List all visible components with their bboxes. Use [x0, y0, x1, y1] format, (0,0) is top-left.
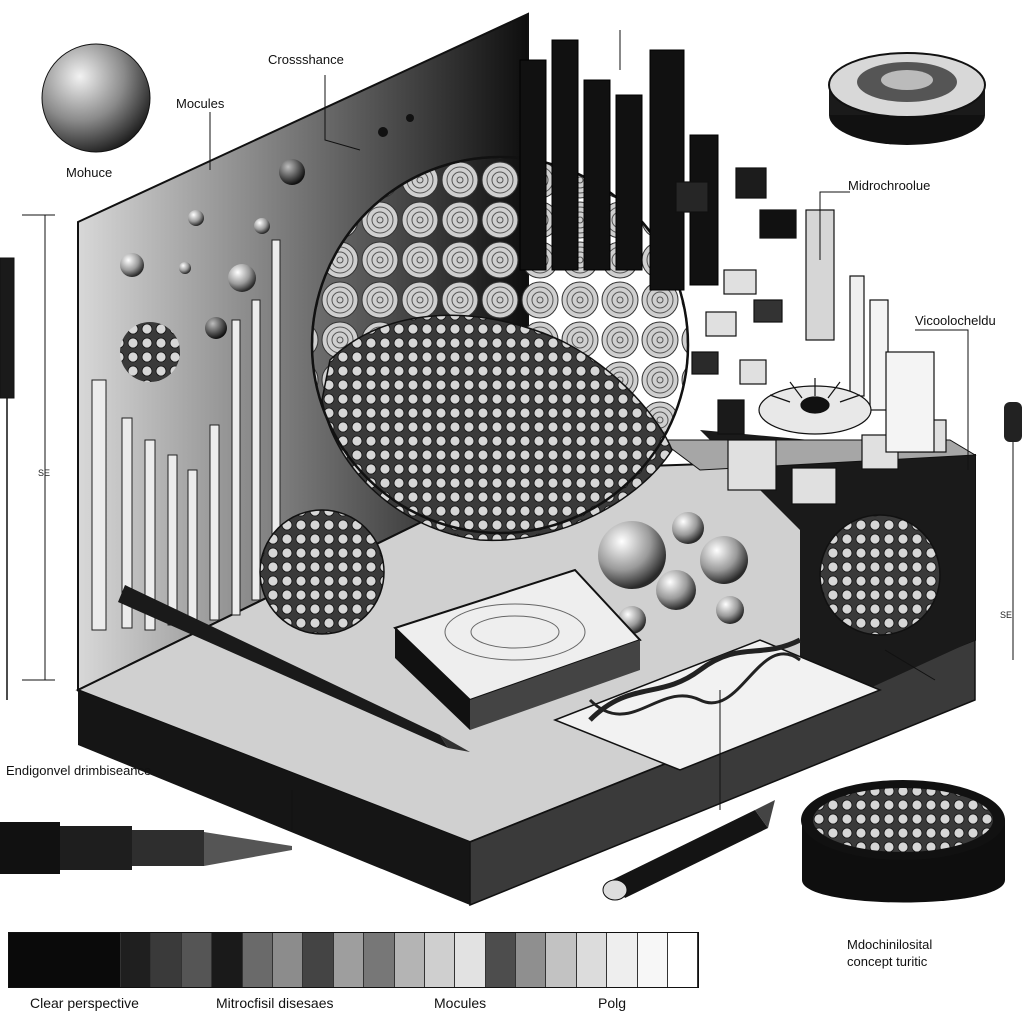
label-crosshance: Crossshance	[268, 52, 344, 67]
legend-swatch	[576, 933, 608, 987]
caption-polg: Polg	[598, 995, 627, 1011]
center-slab	[393, 568, 642, 730]
callout-lines	[22, 30, 969, 830]
right-bar-chart	[519, 39, 719, 291]
petri-dish-top	[828, 52, 986, 145]
label-endigonel: Endigonvel drimbiseance	[6, 763, 152, 778]
legend-swatch	[394, 933, 425, 987]
legend-swatch	[364, 933, 395, 987]
foreground-pen-right	[602, 800, 775, 901]
legend-swatch	[637, 933, 669, 987]
legend-swatch	[242, 933, 273, 987]
caption-clear-perspective: Clear perspective	[30, 995, 139, 1011]
label-mitochondrial-line2: concept turitic	[847, 954, 928, 969]
base-slab-front-left	[78, 690, 470, 905]
legend-swatch	[455, 933, 486, 987]
legend-swatch	[333, 933, 365, 987]
label-mohuce: Mohuce	[66, 165, 113, 180]
starburst-structure	[758, 378, 872, 435]
bead-bowl	[801, 780, 1005, 903]
label-midrochrolue: Midrochroolue	[848, 178, 931, 193]
legend-swatch	[181, 933, 213, 987]
probe-right	[1004, 402, 1022, 660]
grayscale-legend-strip	[8, 932, 700, 988]
label-side-right: SE	[1000, 610, 1013, 620]
legend-swatch	[272, 933, 304, 987]
legend-swatch	[485, 933, 517, 987]
left-bar-chart	[91, 239, 281, 631]
textured-sphere-left	[259, 509, 385, 635]
label-side-left: SE	[38, 468, 51, 478]
caption-mitochondrial-diseases: Mitrocfisil disesaes	[216, 995, 334, 1011]
legend-swatch	[668, 933, 699, 987]
legend-swatch	[212, 933, 243, 987]
legend-swatch	[546, 933, 577, 987]
textured-sphere-right	[819, 514, 941, 636]
pen-on-slab	[118, 585, 470, 752]
caption-mocules: Mocules	[434, 995, 487, 1011]
label-mitochondrial-line1: Mdochinilosital	[847, 937, 933, 952]
legend-swatch	[9, 933, 121, 987]
label-vicoolocheldu: Vicoolocheldu	[915, 313, 996, 328]
probe-left	[0, 257, 15, 700]
mid-spheres	[598, 512, 748, 634]
molecule-sphere	[41, 43, 151, 153]
legend-swatch	[607, 933, 638, 987]
legend-swatch	[424, 933, 456, 987]
legend-swatch	[516, 933, 547, 987]
dna-tray	[552, 637, 882, 771]
foreground-pen-left	[0, 822, 292, 874]
legend-swatch	[303, 933, 334, 987]
legend-swatch	[151, 933, 182, 987]
label-mitochondrial-concept: Mdochinilosital concept turitic	[847, 936, 932, 970]
label-mocules: Mocules	[176, 96, 225, 111]
legend-swatch	[121, 933, 152, 987]
floating-molecules	[120, 114, 414, 382]
